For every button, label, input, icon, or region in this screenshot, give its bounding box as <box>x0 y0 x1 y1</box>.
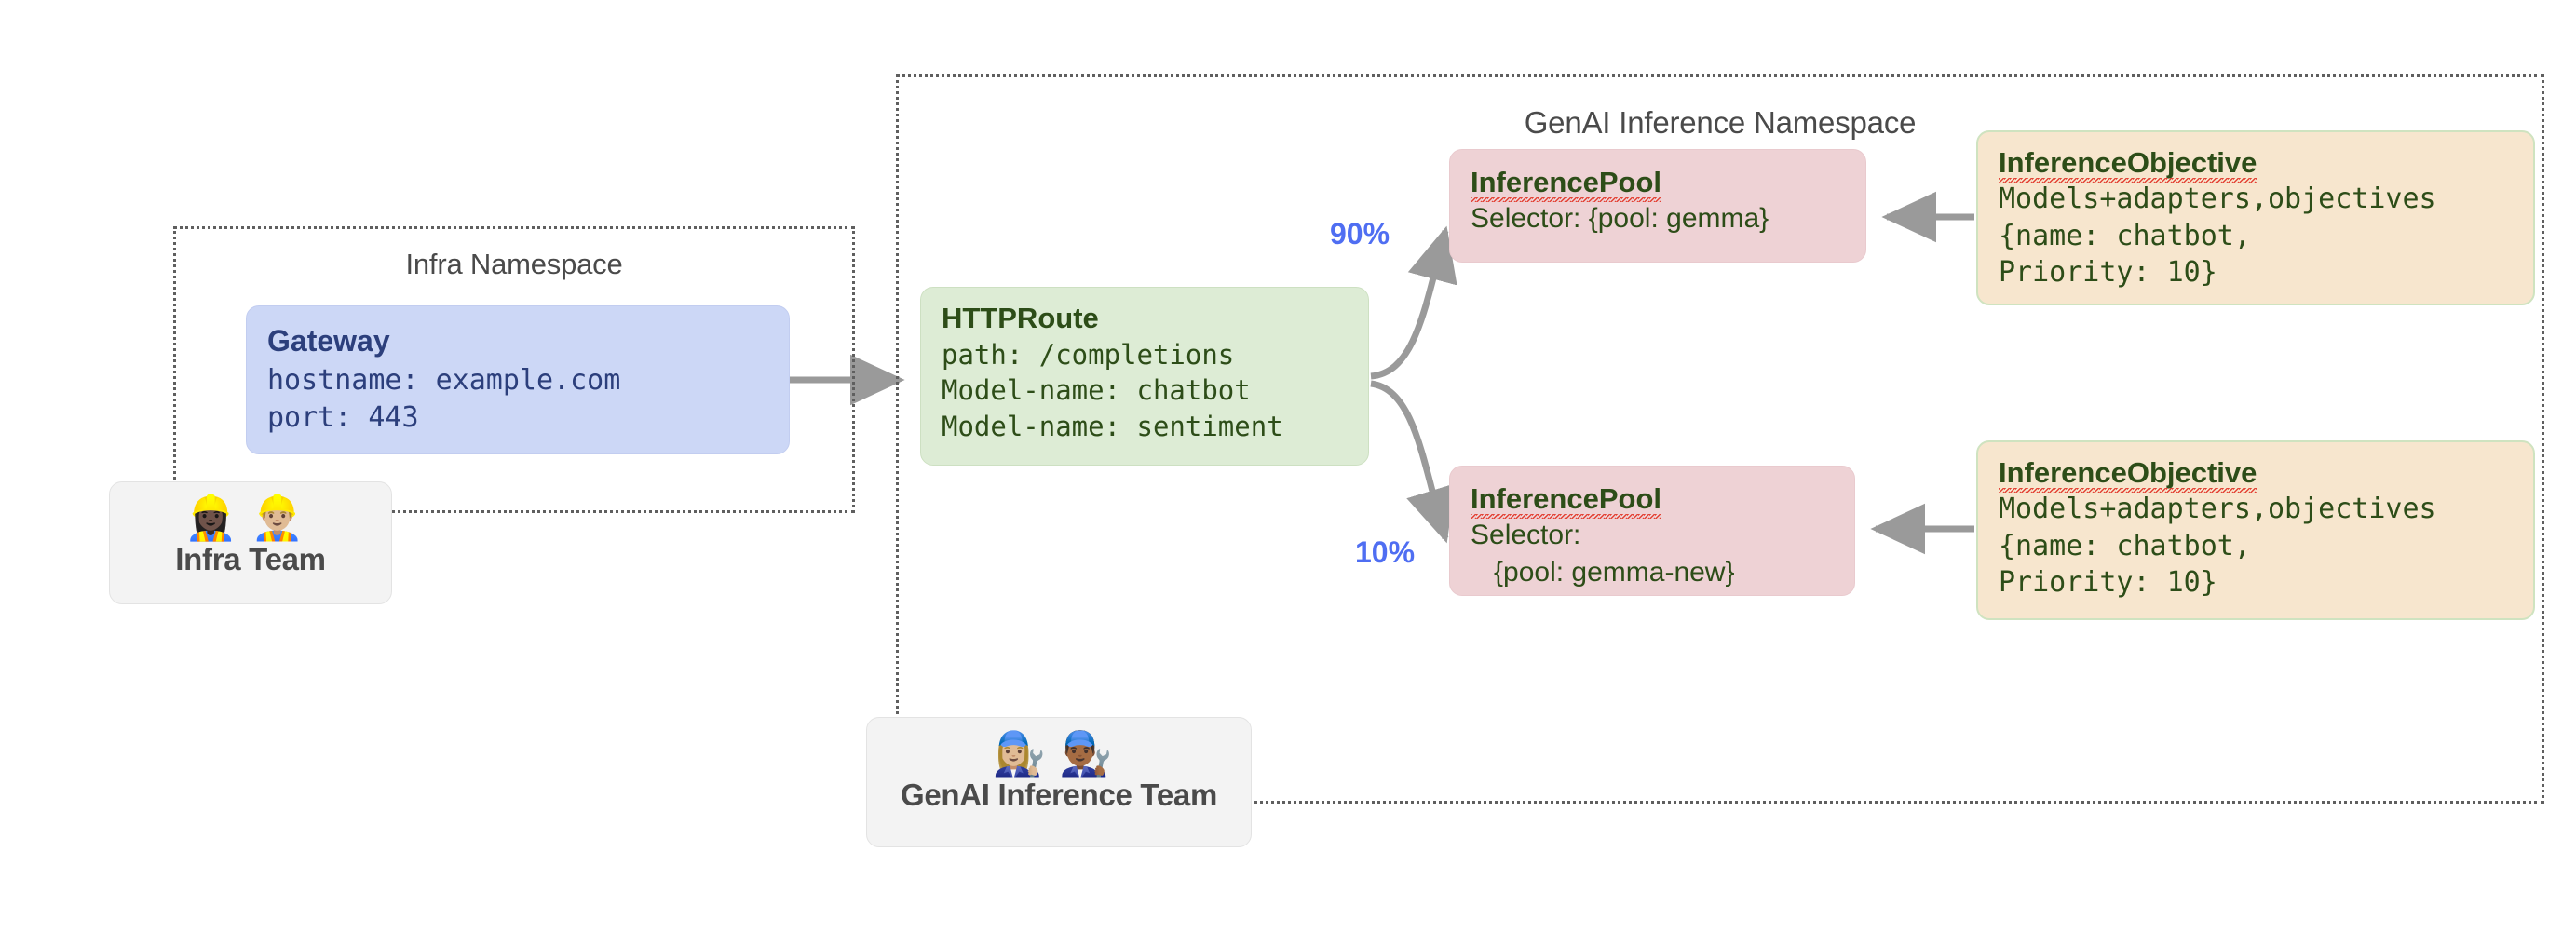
node-inferenceobjective-top-title: InferenceObjective <box>1999 146 2257 183</box>
namespace-infra-title: Infra Namespace <box>405 248 623 280</box>
node-inferencepool-gemma-body: Selector: {pool: gemma} <box>1471 203 1769 235</box>
node-httproute-title: HTTPRoute <box>942 302 1099 334</box>
genai-team-people-icon: 👩🏼‍🔧👨🏾‍🔧 <box>992 729 1126 778</box>
edge-label-90-percent: 90% <box>1330 217 1390 250</box>
node-inferenceobjective-top[interactable]: InferenceObjective Models+adapters,objec… <box>1976 130 2535 305</box>
node-inferencepool-gemma[interactable]: InferencePool Selector: {pool: gemma} <box>1449 149 1866 263</box>
node-inferencepool-gemma-new[interactable]: InferencePool Selector: {pool: gemma-new… <box>1449 466 1855 596</box>
node-inferencepool-gemma-title: InferencePool <box>1471 166 1661 203</box>
node-inferencepool-gemma-new-body: Selector: {pool: gemma-new} <box>1471 520 1735 588</box>
team-badge-infra-label: Infra Team <box>175 542 326 577</box>
node-inferenceobjective-bottom[interactable]: InferenceObjective Models+adapters,objec… <box>1976 440 2535 620</box>
node-inferenceobjective-bottom-body: Models+adapters,objectives {name: chatbo… <box>1999 493 2436 600</box>
team-badge-genai[interactable]: 👩🏼‍🔧👨🏾‍🔧 GenAI Inference Team <box>866 717 1252 847</box>
edge-label-10-percent: 10% <box>1355 535 1416 569</box>
namespace-genai: GenAI Inference Namespace <box>896 74 2544 804</box>
node-inferenceobjective-bottom-title: InferenceObjective <box>1999 456 2257 494</box>
namespace-genai-title: GenAI Inference Namespace <box>1524 105 1917 140</box>
node-gateway-body: hostname: example.com port: 443 <box>267 364 621 434</box>
node-inferencepool-gemma-new-title: InferencePool <box>1471 482 1661 520</box>
node-gateway-title: Gateway <box>267 324 390 358</box>
team-badge-infra[interactable]: 👷🏿‍♀️👷🏼‍♂️ Infra Team <box>109 481 392 604</box>
node-httproute[interactable]: HTTPRoute path: /completions Model-name:… <box>920 287 1369 466</box>
node-gateway[interactable]: Gateway hostname: example.com port: 443 <box>246 305 790 454</box>
node-httproute-body: path: /completions Model-name: chatbot M… <box>942 339 1283 442</box>
namespace-infra: Infra Namespace <box>173 226 855 513</box>
node-inferenceobjective-top-body: Models+adapters,objectives {name: chatbo… <box>1999 183 2436 290</box>
team-badge-genai-label: GenAI Inference Team <box>900 778 1217 813</box>
infra-team-people-icon: 👷🏿‍♀️👷🏼‍♂️ <box>183 494 318 542</box>
